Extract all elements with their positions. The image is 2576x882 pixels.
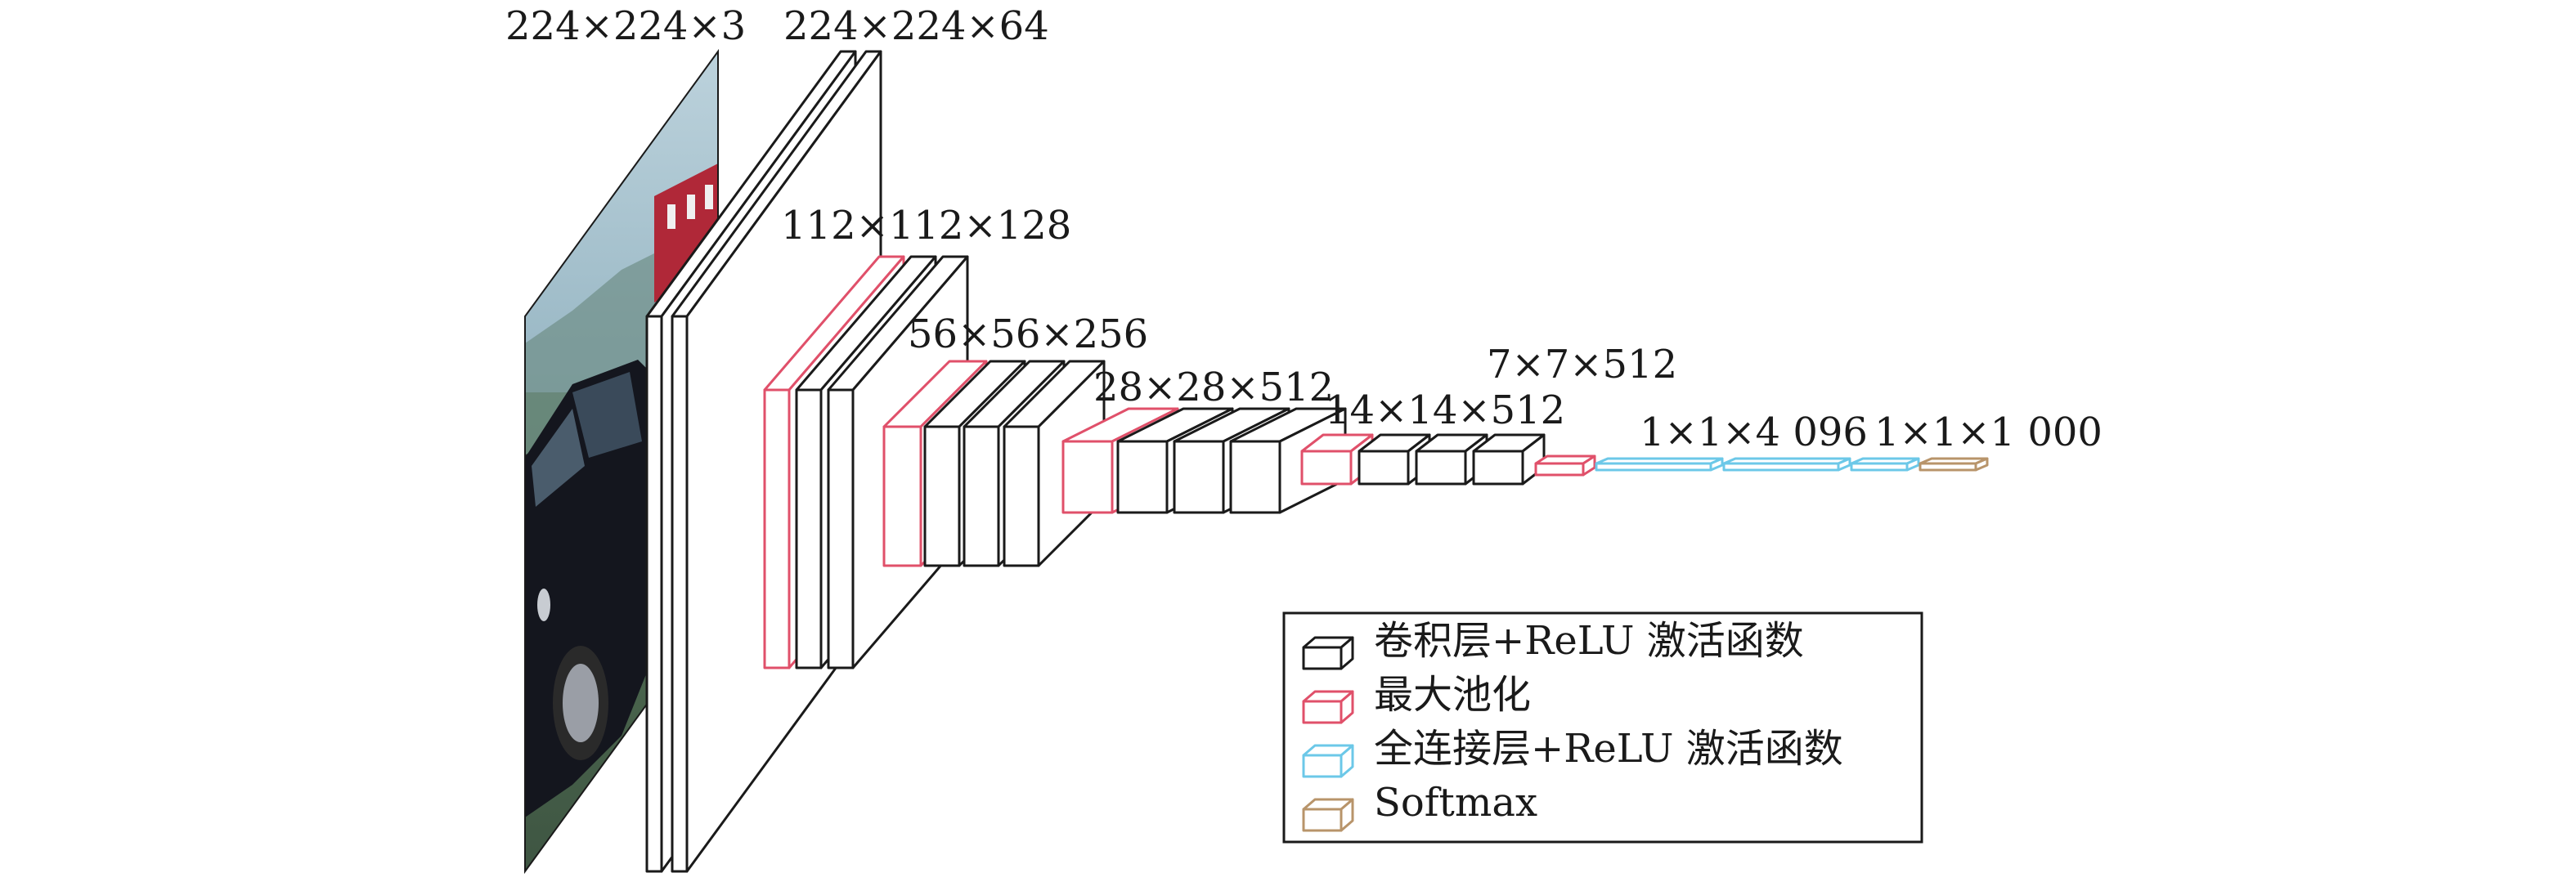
fc1	[1595, 457, 1724, 472]
legend-swatch-pool	[1302, 690, 1354, 724]
legend-swatch-fc	[1302, 744, 1354, 778]
conv5-3	[1472, 433, 1546, 486]
legend-label-conv: 卷积层+ReLU 激活函数	[1374, 618, 1804, 664]
label-block1: 224×224×64	[783, 3, 1049, 49]
softmax	[1919, 457, 1989, 472]
legend-label-pool: 最大池化	[1374, 672, 1531, 718]
legend-swatch-softmax	[1302, 798, 1354, 832]
legend-box	[1282, 611, 1923, 844]
pool5	[1534, 454, 1596, 477]
legend-swatch-conv	[1302, 636, 1354, 670]
dimension-labels: 224×224×3 224×224×64 112×112×128 56×56×256 2…	[505, 3, 2103, 455]
label-block3: 56×56×256	[908, 311, 1148, 357]
label-block6: 7×7×512	[1487, 342, 1677, 387]
label-softmax: 1×1×1 000	[1874, 410, 2103, 455]
label-fc: 1×1×4 096	[1640, 410, 1868, 455]
label-block2: 112×112×128	[781, 203, 1071, 248]
legend: 卷积层+ReLU 激活函数 最大池化 全连接层+ReLU 激活函数 Softma…	[1282, 611, 1923, 844]
legend-label-softmax: Softmax	[1374, 780, 1537, 826]
fc2	[1722, 457, 1851, 472]
legend-label-fc: 全连接层+ReLU 激活函数	[1374, 726, 1843, 772]
label-block4: 28×28×512	[1093, 365, 1334, 410]
label-block5: 14×14×512	[1325, 387, 1565, 433]
label-input: 224×224×3	[505, 3, 746, 49]
fc3	[1850, 457, 1920, 472]
layer-blocks	[645, 50, 1989, 873]
